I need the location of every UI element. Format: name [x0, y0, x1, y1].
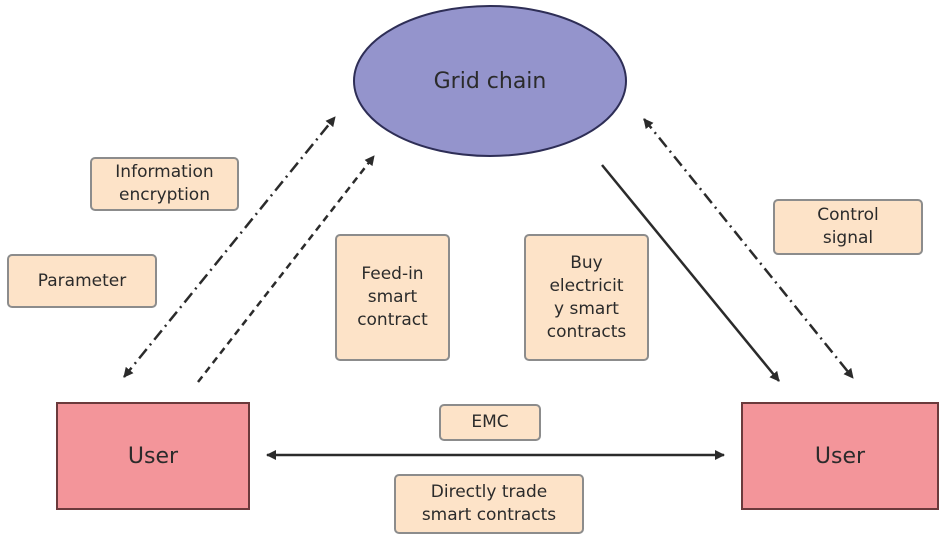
feed-in-contract-label: Feed-in smart contract — [335, 234, 450, 361]
information-encryption-label: Information encryption — [90, 157, 239, 211]
user-right-box: User — [741, 402, 939, 510]
grid-chain-label: Grid chain — [433, 68, 547, 94]
grid-chain-ellipse — [353, 5, 627, 157]
direct-trade-contract-label: Directly trade smart contracts — [394, 474, 584, 534]
emc-label: EMC — [439, 404, 541, 441]
arrow-grid-user-left-dashdot — [123, 116, 336, 378]
control-signal-label: Control signal — [773, 199, 923, 255]
arrow-grid-user-right-dashdot — [643, 118, 854, 379]
buy-electricity-contract-label: Buy electricit y smart contracts — [524, 234, 649, 361]
parameter-label: Parameter — [7, 254, 157, 308]
user-left-box: User — [56, 402, 250, 510]
